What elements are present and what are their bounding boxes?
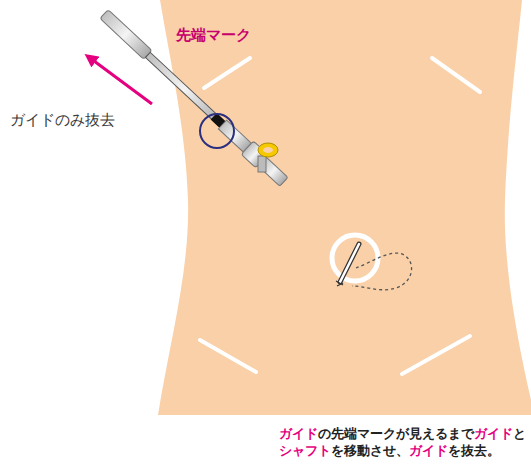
caption: ガイドの先端マークが見えるまでガイドとシャフトを移動させ、ガイドを抜去。 bbox=[279, 426, 527, 460]
caption-part: ガイド bbox=[409, 443, 448, 458]
caption-part: が見えるまで bbox=[396, 426, 474, 441]
torso bbox=[158, 0, 531, 415]
caption-part: の先端 bbox=[318, 426, 357, 441]
caption-part: ガイド bbox=[474, 426, 513, 441]
removal-arrow bbox=[90, 58, 152, 104]
umbilical-port bbox=[332, 235, 412, 290]
incision-lines bbox=[200, 58, 480, 374]
removal-label: ガイドのみ抜去 bbox=[10, 111, 115, 130]
caption-part: を移動させ、 bbox=[331, 443, 409, 458]
tip-mark-label: 先端マーク bbox=[176, 26, 251, 45]
caption-part: シャフト bbox=[279, 443, 331, 458]
caption-part: マーク bbox=[357, 426, 396, 441]
trocar-instrument bbox=[98, 7, 290, 188]
caption-part: ガイド bbox=[279, 426, 318, 441]
caption-part: と bbox=[513, 426, 526, 441]
caption-part: を抜去。 bbox=[448, 443, 500, 458]
